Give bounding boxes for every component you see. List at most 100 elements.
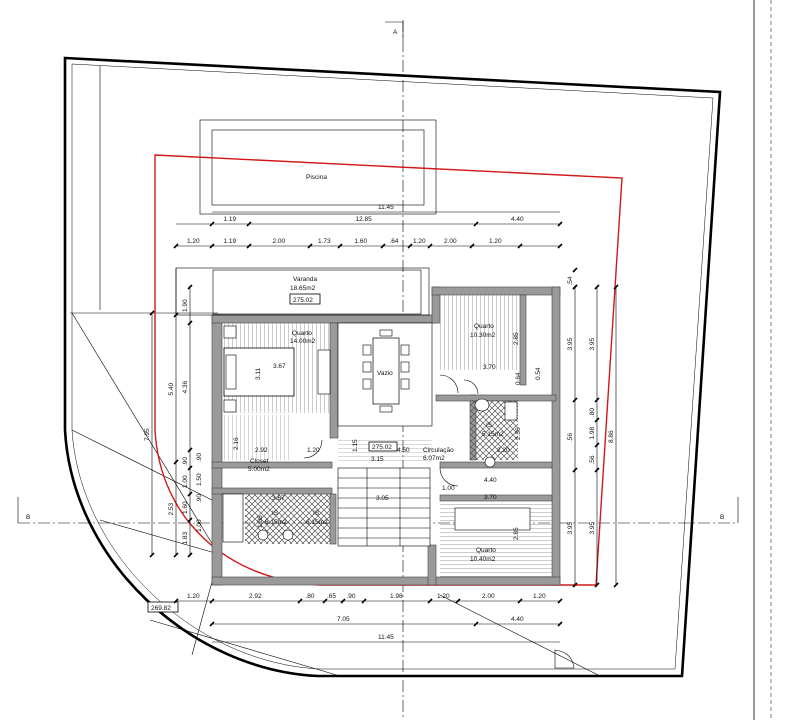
dimension-tick (594, 467, 600, 473)
room-label-varanda: Varanda (293, 276, 317, 283)
dimension-value: .64 (390, 238, 399, 245)
room-area-circulacao: 6.07m2 (423, 455, 445, 462)
room-area-quarto-2: 10.30m2 (470, 332, 496, 339)
wardrobe-quarto-3 (454, 507, 531, 531)
dimension-tick (173, 598, 179, 604)
dimension-tick (407, 243, 413, 249)
swimming-pool: Piscina (199, 119, 437, 215)
room-label-quarto-1: Quarto (292, 330, 312, 337)
dimension-tick (557, 221, 563, 227)
site-line (71, 312, 223, 561)
room-label-vazio: Vazio (377, 370, 393, 377)
dims-right: 3.95.563.953.95.801.98.563.958.86.54 (567, 267, 619, 588)
site-line (149, 619, 341, 677)
dimension-value: 7.95 (144, 428, 151, 441)
site-line (99, 519, 223, 556)
level-box-circulacao (368, 441, 398, 452)
door-swings (303, 374, 479, 487)
dimension-value: 1.15 (352, 439, 359, 452)
dimension-value: 2.92 (249, 593, 262, 600)
gate-arc (554, 649, 575, 669)
dimension-value: .54 (567, 276, 574, 285)
dimension-value: 1.98 (390, 593, 403, 600)
dimension-value: 2.00 (482, 593, 495, 600)
dimension-tick (246, 221, 252, 227)
dimension-value: 3.70 (483, 364, 496, 371)
room-area-is-2: 6.15m2 (265, 519, 287, 526)
dimension-tick (469, 243, 475, 249)
dimension-value: .90 (182, 457, 189, 466)
dimension-tick (557, 243, 563, 249)
dimension-tick (572, 582, 578, 588)
room-area-is-3: 6.15m2 (306, 519, 328, 526)
floor-hatch-quarto-2 (440, 295, 520, 370)
dimension-value: 3.11 (255, 367, 262, 380)
dimension-tick (517, 598, 523, 604)
dimension-tick (572, 284, 578, 290)
dimension-value: 12.85 (356, 216, 373, 223)
dimension-value: 2.36 (515, 427, 522, 440)
dim-bottom-total: 11.45 (378, 634, 394, 641)
dimension-tick (594, 417, 600, 423)
dimension-value: .56 (567, 433, 574, 442)
dimension-tick (209, 243, 215, 249)
dimension-tick (187, 284, 193, 290)
dimension-tick (427, 243, 433, 249)
dimension-value: 7.05 (337, 616, 350, 623)
dimension-tick (557, 621, 563, 627)
dimension-value: .80 (589, 408, 596, 417)
room-label-circulacao: Circulação (423, 447, 454, 454)
dimension-tick (187, 491, 193, 497)
dimension-value: 3.67 (272, 495, 285, 502)
room-area-closet: 5.00m2 (248, 466, 270, 473)
dimension-value: 1.00 (182, 475, 189, 488)
level-circulacao: 275.02 (372, 444, 392, 451)
dimension-value: 1.00 (442, 485, 455, 492)
dimension-value: 1.20 (413, 238, 426, 245)
room-label-is-1: IS (486, 422, 493, 429)
dimension-tick (173, 459, 179, 465)
dimension-value: 1.98 (589, 426, 596, 439)
dimension-value: 2.85 (513, 527, 520, 540)
dimension-value: 1.06 (257, 515, 264, 528)
dimension-value: 2.92 (255, 447, 268, 454)
dimension-tick (427, 598, 433, 604)
dimension-tick (149, 552, 155, 558)
dimension-value: 3.95 (589, 337, 596, 350)
dimension-value: 2.53 (168, 502, 175, 515)
dimension-tick (572, 267, 578, 273)
dimension-tick (594, 284, 600, 290)
dimension-value: .80 (306, 593, 315, 600)
room-area-varanda: 18.65m2 (290, 285, 316, 292)
dimension-value: .65 (327, 593, 336, 600)
dimension-tick (322, 598, 328, 604)
dining-table (372, 337, 400, 405)
dimension-tick (572, 397, 578, 403)
dimension-tick (361, 598, 367, 604)
section-marker-b-left: B (26, 514, 30, 521)
dimension-tick (594, 397, 600, 403)
dimension-value: 2.16 (233, 437, 240, 450)
staircase (337, 467, 431, 547)
dimension-lines-right (574, 287, 617, 585)
dimension-lines-top: 11.45 (176, 204, 560, 247)
level-varanda: 275.02 (293, 297, 313, 304)
dimension-value: 1.20 (533, 593, 546, 600)
room-label-quarto-2: Quarto (474, 323, 494, 330)
pool-label: Piscina (306, 174, 327, 181)
level-bottom: 269.82 (151, 605, 171, 612)
dimension-tick (380, 243, 386, 249)
dimension-tick (455, 598, 461, 604)
dimension-tick (297, 598, 303, 604)
dimension-value: 3.05 (376, 495, 389, 502)
dimension-value: 3.15 (371, 456, 384, 463)
dimension-tick (187, 447, 193, 453)
dimension-tick (557, 598, 563, 604)
dimension-tick (173, 552, 179, 558)
dimension-value: 1.20 (437, 593, 450, 600)
